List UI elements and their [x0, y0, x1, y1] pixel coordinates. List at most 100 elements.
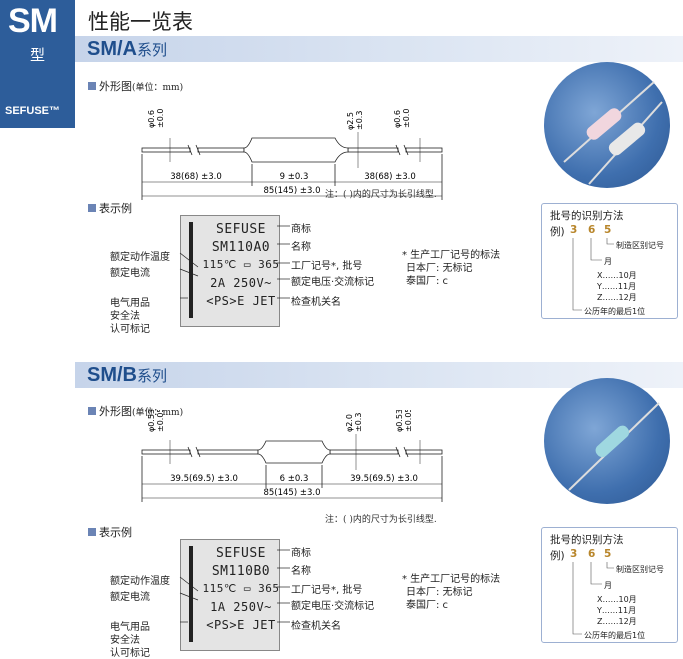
square-bullet-icon — [88, 528, 96, 536]
body-dia-tol-b: ±0.3 — [354, 413, 363, 432]
lot-bracket-lines — [572, 562, 614, 635]
body-dia-b: φ2.0 — [345, 414, 354, 432]
left-label: 安全法 — [110, 311, 140, 322]
left-label: 安全法 — [110, 635, 140, 646]
lot-example-prefix: 例) — [550, 550, 565, 562]
lot-month: 月 — [604, 581, 612, 590]
lead-dia-tol-a: ±0.05 — [156, 108, 165, 128]
product-photo-b — [544, 378, 670, 504]
body-dia-a: φ2.5 — [346, 112, 355, 130]
marking-line: 1A 250V~ — [210, 600, 272, 614]
marking-line: 2A 250V~ — [210, 276, 272, 290]
outline-heading-b: 外形图(单位：mm) — [88, 403, 183, 419]
lead-dia-tol-b: ±0.05 — [156, 410, 165, 432]
lead-right-b: 39.5(69.5) ±3.0 — [350, 474, 418, 484]
lot-digit: 6 — [588, 548, 596, 560]
factory-note-line: * 生产工厂记号的标法 — [402, 574, 501, 585]
left-label: 电气用品 — [110, 298, 150, 309]
product-photo-a — [544, 62, 670, 188]
outline-heading-a: 外形图(单位：mm) — [88, 78, 183, 94]
section-a-banner: SM/A系列 — [75, 36, 683, 62]
right-label: 检查机关名 — [291, 297, 341, 308]
lot-digit: 5 — [604, 224, 612, 236]
leader-lines-b — [179, 549, 290, 623]
lot-month-y: Y……11月 — [597, 282, 637, 291]
right-label: 商标 — [291, 548, 311, 559]
left-label: 认可标记 — [110, 648, 150, 659]
fuse-drawing-a: φ0.6 ±0.05 φ2.5 ±0.3 φ0.6 ±0.05 38(68) ±… — [141, 108, 443, 200]
lot-region: 制造区别记号 — [616, 565, 664, 574]
lot-month-x: X……10月 — [597, 595, 637, 604]
dim-note-a: 注：( )内的尺寸为长引线型. — [325, 190, 437, 200]
square-bullet-icon — [88, 204, 96, 212]
factory-note-line: 日本厂: 无标记 — [406, 587, 473, 598]
lot-year: 公历年的最后1位 — [584, 631, 646, 640]
marking-label: 表示例 — [99, 202, 132, 215]
lot-title: 批号的识别方法 — [550, 534, 624, 546]
total-len-a: 85(145) ±3.0 — [263, 186, 320, 196]
series-type: 型 — [30, 46, 46, 64]
marking-box-b: SEFUSE SM110B0 115℃ ▭ 365 1A 250V~ <PS>E… — [180, 539, 280, 651]
fuse-image-b — [568, 402, 660, 491]
lead-dia-r-tol-a: ±0.05 — [402, 108, 411, 128]
marking-line: 115℃ ▭ 365 — [202, 258, 280, 271]
right-label: 检查机关名 — [291, 621, 341, 632]
marking-line: SM110A0 — [211, 240, 271, 255]
lot-digit: 5 — [604, 548, 612, 560]
marking-bar — [189, 546, 193, 642]
leader-lines-a — [179, 225, 290, 299]
lot-month-x: X……10月 — [597, 271, 637, 280]
unit-label: (单位：mm) — [132, 83, 184, 93]
series-logo: SM — [8, 2, 58, 40]
section-b-title-suffix: 系列 — [137, 367, 168, 385]
right-label: 工厂记号*, 批号 — [291, 585, 363, 596]
left-label: 认可标记 — [110, 324, 150, 335]
factory-note-line: * 生产工厂记号的标法 — [402, 250, 501, 261]
page-title: 性能一览表 — [88, 10, 193, 34]
marking-line: 115℃ ▭ 365 — [202, 582, 280, 595]
right-label: 额定电压·交流标记 — [291, 277, 375, 288]
marking-label: 表示例 — [99, 526, 132, 539]
lot-digit: 3 — [570, 548, 578, 560]
section-a-title-suffix: 系列 — [137, 41, 168, 59]
lot-bracket-lines — [572, 238, 614, 311]
outline-label: 外形图 — [99, 80, 132, 93]
square-bullet-icon — [88, 407, 96, 415]
lead-dia-b: φ0.53 — [147, 410, 156, 432]
left-label: 额定电流 — [110, 268, 150, 279]
section-b-title: SM/B — [87, 364, 137, 386]
lead-left-b: 39.5(69.5) ±3.0 — [170, 474, 238, 484]
lot-year: 公历年的最后1位 — [584, 307, 646, 316]
body-len-b: 6 ±0.3 — [280, 474, 309, 484]
lot-month-z: Z……12月 — [597, 293, 637, 302]
marking-bar — [189, 222, 193, 318]
body-len-a: 9 ±0.3 — [280, 172, 309, 182]
lead-right-a: 38(68) ±3.0 — [364, 172, 416, 182]
left-label: 额定动作温度 — [110, 252, 170, 263]
factory-note-line: 泰国厂: c — [406, 276, 449, 287]
marking-line: SEFUSE — [216, 222, 266, 237]
unit-label: (单位：mm) — [132, 408, 184, 418]
outline-label: 外形图 — [99, 405, 132, 418]
total-len-b: 85(145) ±3.0 — [263, 488, 320, 498]
right-label: 商标 — [291, 224, 311, 235]
lead-dia-r-a: φ0.6 — [393, 110, 402, 128]
right-label: 名称 — [291, 566, 311, 577]
section-a-title: SM/A — [87, 38, 137, 60]
lot-month-z: Z……12月 — [597, 617, 637, 626]
lot-title: 批号的识别方法 — [550, 210, 624, 222]
marking-line: <PS>E JET — [206, 294, 276, 308]
lot-digit: 3 — [570, 224, 578, 236]
left-label: 电气用品 — [110, 622, 150, 633]
lot-example-prefix: 例) — [550, 226, 565, 238]
sefuse-logo: SEFUSE™ — [5, 105, 61, 117]
fuse-image-a — [563, 81, 663, 185]
fuse-drawing-b: φ0.53 ±0.05 φ2.0 ±0.3 φ0.53 ±0.05 39.5(6… — [141, 410, 443, 502]
lot-month-y: Y……11月 — [597, 606, 637, 615]
lot-digit: 6 — [588, 224, 596, 236]
right-label: 名称 — [291, 242, 311, 253]
left-label: 额定电流 — [110, 592, 150, 603]
lead-dia-r-b: φ0.53 — [395, 410, 404, 432]
lead-dia-a: φ0.6 — [147, 110, 156, 128]
body-dia-tol-a: ±0.3 — [355, 111, 364, 130]
